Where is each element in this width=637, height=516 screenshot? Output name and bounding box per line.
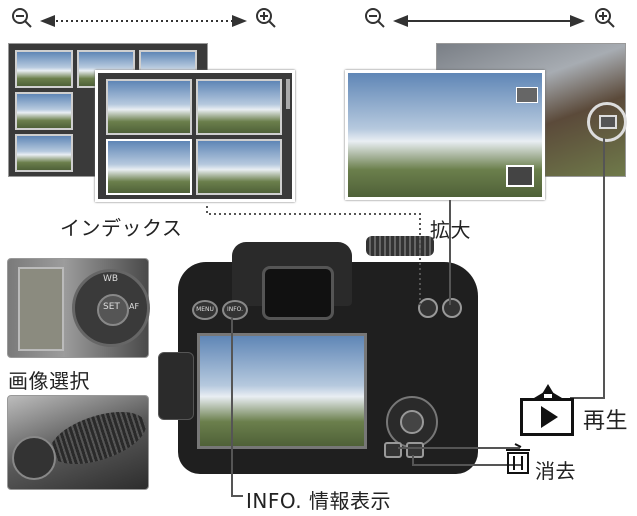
erase-button[interactable] [406, 442, 424, 458]
return-icon [516, 87, 538, 103]
thumb-cell [196, 79, 282, 135]
magnify-frame-icon [506, 165, 534, 187]
zoom-out-icon-left [12, 8, 32, 28]
set-label: SET [103, 302, 120, 312]
thumb-cell [196, 139, 282, 195]
info-label: INFO. 情報表示 [246, 489, 392, 513]
lcd-screen [197, 333, 367, 449]
zoom-arrow-dotted [40, 15, 247, 27]
index-label: インデックス [60, 216, 183, 240]
cross-keys[interactable]: SET WB AF [72, 269, 150, 347]
cross-key-inset: SET WB AF [7, 258, 150, 358]
trash-icon [506, 443, 530, 474]
index-button[interactable] [418, 298, 438, 318]
info-button[interactable]: INFO. [222, 300, 248, 320]
thumb-cell-selected [106, 139, 192, 195]
mode-dial[interactable] [12, 436, 56, 480]
scrollbar [286, 79, 290, 109]
wb-label: WB [103, 274, 119, 284]
vari-angle-hinge [158, 352, 194, 420]
af-label: AF [129, 302, 140, 311]
zoom-in-icon-left [256, 8, 276, 28]
zoom-in-icon-right [595, 8, 615, 28]
magnify-position-circle [587, 102, 627, 142]
menu-button[interactable]: MENU [192, 300, 218, 320]
magnify-button[interactable] [442, 298, 462, 318]
zoom-arrow-solid [393, 15, 585, 27]
playback-label: 再生 [583, 409, 629, 434]
zoom-out-icon-right [365, 8, 385, 28]
thumb-cell [15, 134, 73, 172]
thumb-cell [15, 50, 73, 88]
lcd-edge [18, 267, 64, 351]
cross-keys-body[interactable] [386, 396, 438, 448]
index-grid-front [95, 70, 295, 202]
magnified-front [345, 70, 545, 200]
viewfinder-eyepiece [262, 266, 334, 320]
image-select-label: 画像選択 [8, 369, 90, 393]
play-icon [520, 398, 574, 436]
dial-inset [7, 395, 153, 490]
playback-button[interactable] [384, 442, 402, 458]
thumb-cell [106, 79, 192, 135]
top-dial[interactable] [366, 236, 434, 256]
thumb-cell [15, 92, 73, 130]
erase-label: 消去 [535, 459, 576, 483]
